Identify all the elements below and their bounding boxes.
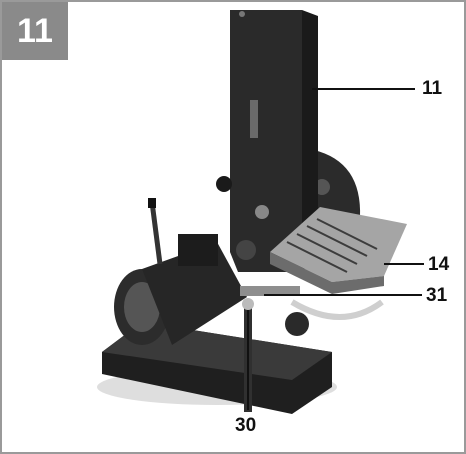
motor-fan-grille [124,282,160,332]
adjust-knob [216,176,232,192]
lock-lever-cap [242,298,254,310]
motor-body [142,242,247,345]
locking-knob [285,312,309,336]
motor-junction-box [178,234,218,266]
work-table-top [270,207,407,282]
switch-lever-tip [148,198,156,208]
belt-arm-side [302,10,318,272]
work-table-grooves [286,218,378,273]
callout-31: 31 [426,285,448,306]
leader-lines [247,88,424,410]
figure-number-badge: 11 [2,2,68,60]
locking-bolt [240,286,300,296]
work-table-front [270,252,384,294]
callout-11: 11 [422,78,443,99]
callout-14: 14 [428,254,450,275]
belt-arm-label [250,100,258,138]
switch-lever [149,201,163,265]
lower-pulley-knob [236,240,256,260]
table-support-arc [290,299,384,320]
belt-arm-bolt [239,11,245,17]
tracking-knob [255,205,269,219]
callout-30: 30 [235,415,257,436]
belt-arm-front [230,10,314,272]
